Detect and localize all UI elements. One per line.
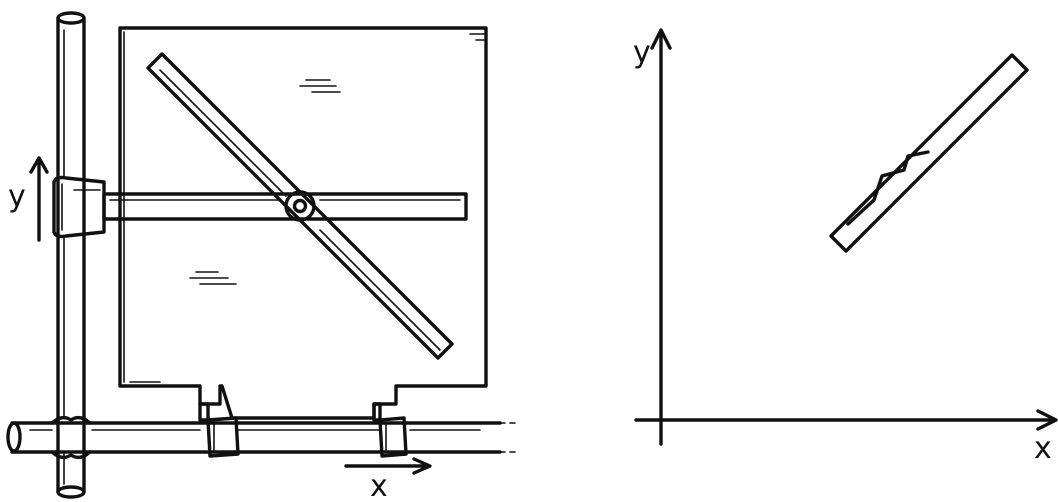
tilted-bar	[829, 53, 1029, 253]
diagonal-ruler	[146, 52, 454, 360]
right-x-label: x	[1034, 431, 1052, 466]
pivot-joint	[284, 190, 316, 222]
apparatus-figure: y x	[6, 11, 521, 502]
y-arrow-left	[29, 156, 49, 242]
right-y-label: y	[633, 35, 651, 70]
clamp-left	[198, 402, 240, 458]
x-arrow-left	[344, 457, 432, 475]
clamp-right	[372, 402, 408, 458]
left-y-label: y	[8, 179, 26, 214]
left-x-label: x	[370, 469, 388, 502]
x-axis	[634, 409, 1058, 431]
sliding-sleeve	[52, 175, 106, 239]
coordinate-figure: y x	[633, 28, 1058, 466]
vertical-pipe	[56, 11, 86, 499]
zigzag-trace	[846, 150, 930, 226]
y-axis	[650, 28, 672, 446]
horizontal-pipe	[6, 415, 521, 460]
